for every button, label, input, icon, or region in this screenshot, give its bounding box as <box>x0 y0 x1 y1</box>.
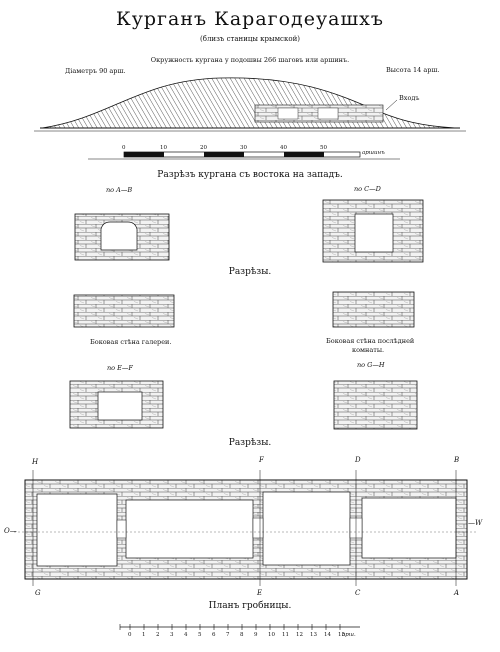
circumference-note: Окружность кургана у подошвы 266 шаговъ … <box>150 56 350 64</box>
label-cd: по C—D <box>354 185 381 193</box>
subtitle: (близъ станицы крымской) <box>200 35 300 43</box>
scale-bottom-tick-label: 9 <box>254 632 258 638</box>
scale-bar-top <box>88 151 400 160</box>
scale-bottom-tick-label: 13 <box>310 632 317 638</box>
scale-bottom-tick-label: 6 <box>212 632 216 638</box>
plan-label-a: A <box>454 589 460 597</box>
mound-section <box>34 77 466 132</box>
plan-label-b: B <box>454 456 460 464</box>
sections-heading-1: Разрѣзы. <box>228 267 272 277</box>
scale-top-tick: 50 <box>320 145 327 151</box>
scale-top-tick: 30 <box>240 145 247 151</box>
scale-bottom-tick-label: 0 <box>128 632 132 638</box>
side-wall-gallery <box>73 294 175 328</box>
scale-top-unit: аршинъ <box>362 150 385 156</box>
plan-label-c: C <box>355 589 361 597</box>
side-wall-chamber <box>332 291 415 328</box>
scale-top-tick: 40 <box>280 145 287 151</box>
scale-bottom-tick-label: 4 <box>184 632 188 638</box>
tomb-in-mound <box>254 104 384 123</box>
scale-bottom-tick-label: 5 <box>198 632 202 638</box>
scale-bottom-tick-label: 10 <box>268 632 275 638</box>
plan-label-e: E <box>257 589 263 597</box>
section-gh <box>333 380 418 430</box>
label-side-chamber-2: комнаты. <box>352 346 385 354</box>
plan-label-d: D <box>355 456 361 464</box>
plan-title: Планъ гробницы. <box>208 601 292 611</box>
scale-bottom-tick-label: 2 <box>156 632 160 638</box>
diameter-note: Діаметръ 90 арш. <box>65 67 126 75</box>
entrance-label: Входъ <box>399 94 420 102</box>
scale-bottom-tick-label: 1 <box>142 632 146 638</box>
tomb-plan <box>14 470 478 586</box>
scale-bottom-unit: арш. <box>342 632 356 638</box>
label-gh: по G—H <box>357 361 385 369</box>
plan-label-h: H <box>32 458 39 466</box>
plan-label-o: O— <box>4 527 17 535</box>
scale-bottom-tick-label: 12 <box>296 632 303 638</box>
label-ef: по E—F <box>107 364 133 372</box>
section-ab <box>74 213 170 261</box>
section-heading: Разрѣзъ кургана съ востока на западъ. <box>157 170 343 180</box>
plan-label-g: G <box>35 589 41 597</box>
plan-label-w: —W <box>468 519 483 527</box>
plan-label-f: F <box>259 456 264 464</box>
label-ab: по A—B <box>106 186 133 194</box>
entrance-pointer <box>385 99 398 111</box>
label-side-gallery: Боковая стѣна галереи. <box>90 338 172 346</box>
scale-top-tick: 20 <box>200 145 207 151</box>
scale-bottom-tick-label: 8 <box>240 632 244 638</box>
scale-bar-bottom <box>119 624 360 630</box>
section-ef <box>69 380 164 429</box>
scale-bottom-tick-label: 15 <box>338 632 345 638</box>
label-side-chamber-1: Боковая стѣна послѣдней <box>326 337 415 345</box>
sections-heading-2: Разрѣзы. <box>228 438 272 448</box>
scale-bottom-tick-label: 3 <box>170 632 174 638</box>
scale-bottom-tick-label: 11 <box>282 632 289 638</box>
scale-top-tick: 0 <box>122 145 126 151</box>
section-cd <box>322 199 424 263</box>
scale-top-tick: 10 <box>160 145 167 151</box>
scale-bottom-tick-label: 14 <box>324 632 331 638</box>
scale-bottom-tick-label: 7 <box>226 632 230 638</box>
height-note: Высота 14 арш. <box>386 66 440 74</box>
page-title: Курганъ Карагодеуашхъ <box>116 8 384 30</box>
